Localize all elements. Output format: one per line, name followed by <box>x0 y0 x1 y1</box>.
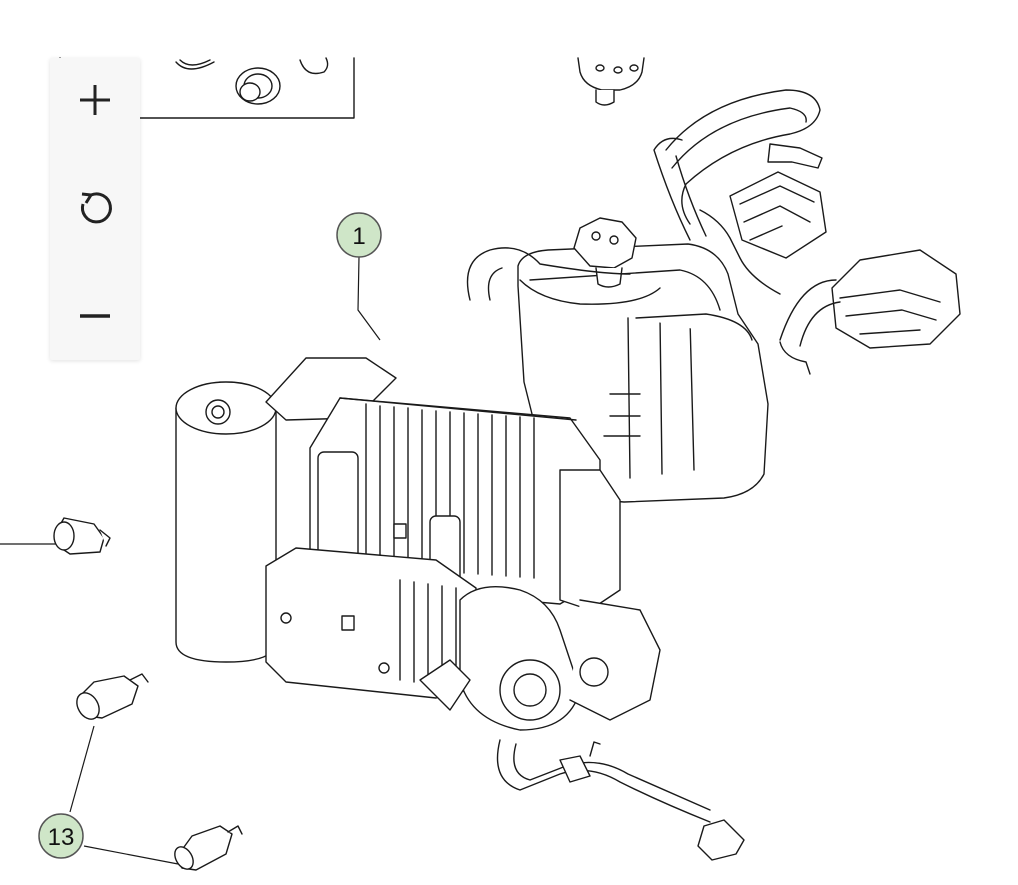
reservoir-hose <box>466 247 661 305</box>
electrical-connector-block <box>699 171 827 295</box>
pressure-sensor-lower <box>76 673 149 720</box>
minus-icon <box>80 314 110 318</box>
inset-detail-frame <box>59 57 355 119</box>
lower-wiring-harness <box>496 739 745 861</box>
heat-exchanger-lower <box>265 547 477 699</box>
callout-13-label: 13 <box>48 824 75 851</box>
leader-line-1 <box>357 256 381 341</box>
pump-valve-assembly <box>419 469 661 731</box>
reservoir-cap-part <box>577 57 645 106</box>
callout-1-label: 1 <box>352 223 365 250</box>
inset-fitting <box>175 57 329 105</box>
zoom-out-button[interactable] <box>50 276 140 356</box>
rotate-icon <box>80 192 112 224</box>
upper-hose <box>653 89 823 241</box>
callout-1[interactable]: 1 <box>336 212 382 258</box>
wiring-connector-right <box>779 249 961 375</box>
zoom-in-button[interactable] <box>50 60 140 140</box>
callout-13[interactable]: 13 <box>38 813 84 859</box>
pressure-sensor-bottom <box>174 825 243 871</box>
plus-icon <box>80 85 110 115</box>
reset-view-button[interactable] <box>50 168 140 248</box>
zoom-control-panel <box>50 58 140 360</box>
pressure-sensor-left <box>53 517 111 555</box>
leader-line-13-lower <box>83 845 179 865</box>
leader-line-13-upper <box>69 725 95 813</box>
